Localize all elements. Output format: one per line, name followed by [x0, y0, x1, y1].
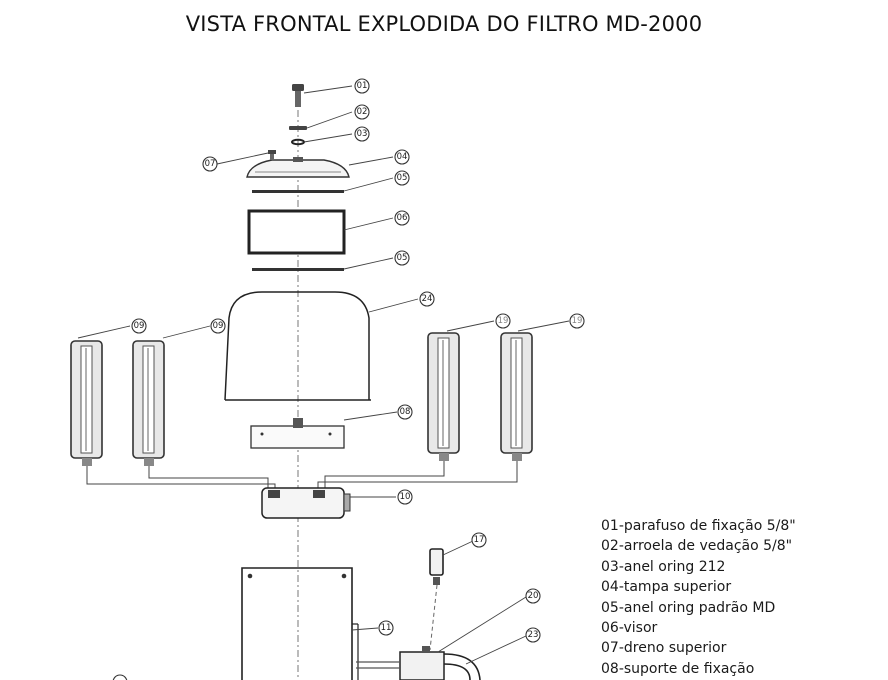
part-valve-body [356, 646, 445, 680]
svg-text:09: 09 [134, 321, 145, 331]
legend-item: 02-arroela de vedação 5/8" [601, 538, 793, 555]
stub-3 [439, 453, 449, 461]
part-cartridge-left-2 [132, 340, 165, 459]
svg-text:04: 04 [397, 152, 408, 162]
legend-item: 06-visor [601, 620, 658, 637]
legend-item: 04-tampa superior [601, 579, 732, 596]
diagram-title: VISTA FRONTAL EXPLODIDA DO FILTRO MD-200… [185, 12, 703, 36]
svg-text:09: 09 [213, 321, 224, 331]
callout-02: 02 [354, 104, 370, 120]
part-cartridge-left-1 [70, 340, 103, 459]
part-gauge [429, 548, 444, 585]
svg-text:19: 19 [572, 316, 583, 326]
legend-item: 08-suporte de fixação [601, 660, 755, 677]
callout-01: 01 [354, 78, 370, 94]
part-washer [289, 126, 307, 130]
part-cartridge-right-1 [427, 332, 460, 454]
stub-1 [82, 458, 92, 466]
part-screw [292, 84, 304, 107]
svg-text:20: 20 [528, 591, 539, 601]
parts-legend: 01-parafuso de fixação 5/8" 02-arroela d… [601, 516, 796, 679]
stub-4 [512, 453, 522, 461]
callout-19-right: 19 [569, 313, 585, 329]
part-top-drain [268, 150, 276, 160]
callout-partial [112, 674, 128, 680]
part-cartridge-right-2 [500, 332, 533, 454]
callout-23: 23 [525, 627, 541, 643]
part-mounting-bracket [250, 418, 345, 449]
svg-text:06: 06 [397, 213, 408, 223]
stub-2 [144, 458, 154, 466]
svg-text:17: 17 [474, 535, 485, 545]
svg-text:23: 23 [528, 630, 539, 640]
svg-text:05: 05 [397, 253, 408, 263]
svg-text:03: 03 [357, 129, 368, 139]
callout-06: 06 [394, 210, 410, 226]
callout-17: 17 [471, 532, 487, 548]
svg-text:19: 19 [498, 316, 509, 326]
leader-lines [77, 85, 570, 665]
svg-text:07: 07 [205, 159, 216, 169]
svg-text:05: 05 [397, 173, 408, 183]
legend-item: 07-dreno superior [601, 640, 727, 657]
part-oring-md-lower [252, 268, 344, 271]
part-dome-body [224, 291, 370, 401]
svg-text:02: 02 [357, 107, 368, 117]
callout-24: 24 [419, 291, 435, 307]
part-elbow [443, 653, 481, 680]
part-manifold [261, 487, 351, 519]
callout-04: 04 [394, 149, 410, 165]
legend-item: 05-anel oring padrão MD [601, 599, 776, 616]
callout-09-left: 09 [131, 318, 147, 334]
part-main-housing [241, 567, 359, 680]
gauge-axis [429, 584, 438, 651]
svg-text:24: 24 [422, 294, 433, 304]
svg-text:10: 10 [400, 492, 411, 502]
callout-10: 10 [397, 489, 413, 505]
callout-08: 08 [397, 404, 413, 420]
callout-05-lower: 05 [394, 250, 410, 266]
svg-text:11: 11 [381, 623, 392, 633]
callout-11: 11 [378, 620, 394, 636]
callout-07: 07 [202, 156, 218, 172]
callout-03: 03 [354, 126, 370, 142]
part-oring-md-upper [252, 190, 344, 193]
svg-text:01: 01 [357, 81, 368, 91]
callout-05-upper: 05 [394, 170, 410, 186]
legend-item: 03-anel oring 212 [601, 558, 726, 575]
callout-19-left: 19 [495, 313, 511, 329]
part-sight-glass [247, 209, 346, 255]
legend-item: 01-parafuso de fixação 5/8" [601, 518, 796, 534]
part-top-lid [246, 157, 350, 178]
callout-09-right: 09 [210, 318, 226, 334]
callout-20: 20 [525, 588, 541, 604]
svg-text:08: 08 [400, 407, 411, 417]
